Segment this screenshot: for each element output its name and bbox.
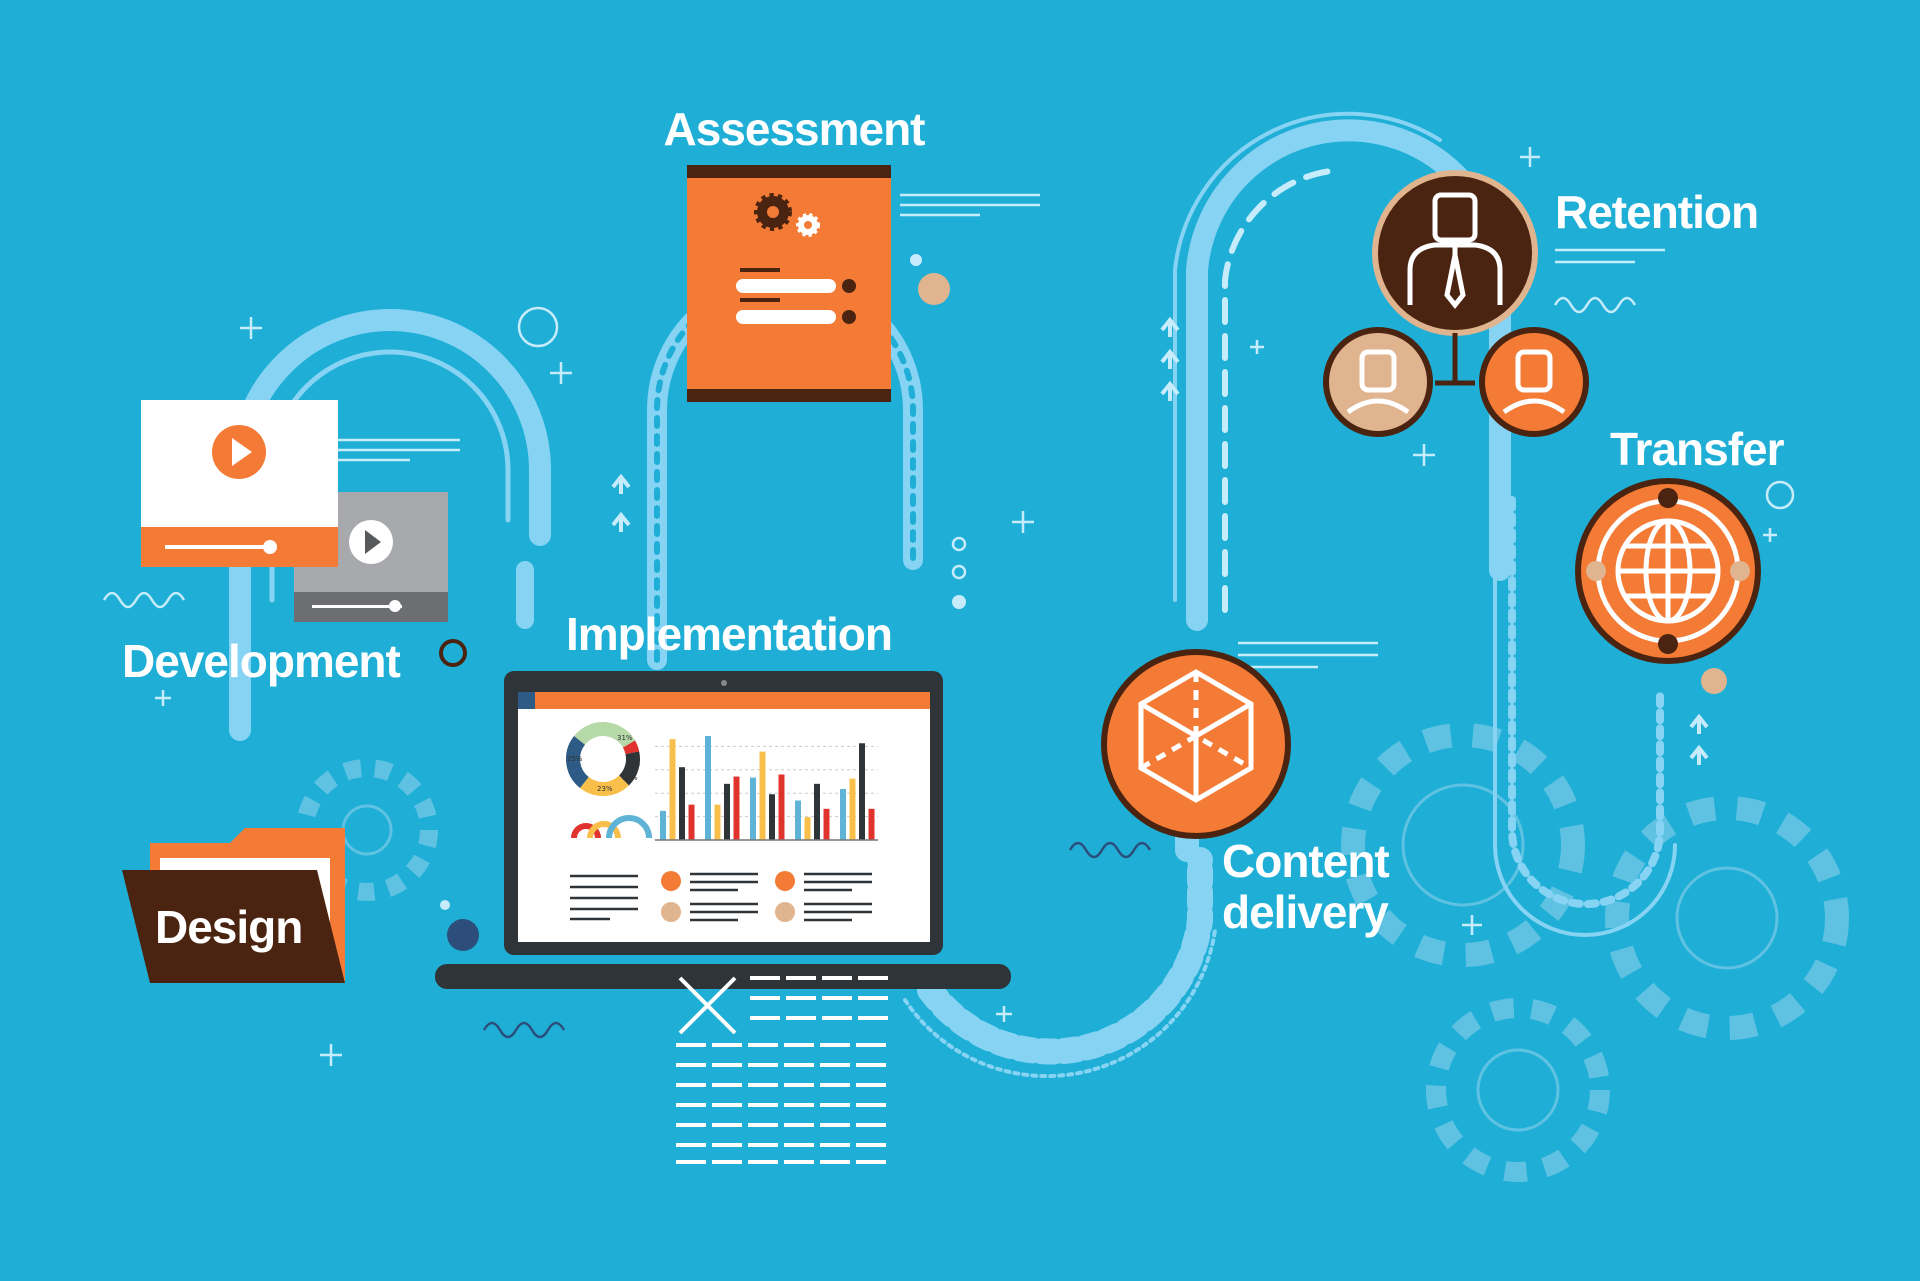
decorations <box>102 147 1795 1066</box>
gears-decoration <box>296 723 1849 1182</box>
design-folder-icon <box>122 828 345 983</box>
laptop-dashboard <box>435 671 1011 1164</box>
bar-dark <box>679 767 685 840</box>
donut-label: 31% <box>617 734 633 742</box>
bar-red <box>688 804 695 840</box>
check-icon <box>842 279 856 293</box>
donut-slice <box>580 775 629 796</box>
stage-label-content-delivery-line2: delivery <box>1222 886 1389 938</box>
bar-dark <box>769 794 775 840</box>
donut-slice <box>622 740 640 755</box>
bar-chart <box>655 736 878 840</box>
gear-icon <box>1426 998 1610 1182</box>
stage-label-content-delivery-line1: Content <box>1222 835 1389 887</box>
check-icon <box>661 871 681 891</box>
bar-red <box>733 776 740 840</box>
donut-label: 16% <box>622 774 638 782</box>
bar-yellow <box>849 778 856 840</box>
donut-label: 25% <box>567 755 583 763</box>
donut-label: 5% <box>629 760 640 768</box>
stage-label-development: Development <box>122 635 401 687</box>
bar-yellow <box>714 804 721 840</box>
donut-chart <box>566 722 640 796</box>
check-icon <box>775 871 795 891</box>
content-delivery-cube-icon <box>1101 649 1291 839</box>
check-icon <box>842 310 856 324</box>
text-lines <box>570 872 872 922</box>
stage-label-assessment: Assessment <box>663 103 925 155</box>
donut-label: 23% <box>597 785 613 793</box>
bar-red <box>823 808 830 840</box>
development-videos <box>141 400 448 622</box>
bar-blue <box>660 810 666 840</box>
check-icon <box>661 902 681 922</box>
bar-blue <box>840 789 846 840</box>
bar-dark <box>724 783 730 840</box>
menu-icon <box>518 692 535 709</box>
donut-slice <box>574 722 636 748</box>
donut-slice <box>566 736 590 788</box>
bar-red <box>868 808 875 840</box>
donut-slice <box>618 751 640 786</box>
stage-label-retention: Retention <box>1555 186 1758 238</box>
bar-blue <box>750 777 756 840</box>
bar-blue <box>705 736 711 840</box>
bar-dark <box>859 743 865 840</box>
stage-label-design: Design <box>155 901 302 953</box>
stage-label-implementation: Implementation <box>566 608 892 660</box>
retention-people-icon <box>1323 170 1589 437</box>
bar-yellow <box>669 739 676 840</box>
gear-icon <box>1341 723 1585 967</box>
paper-lines <box>676 976 890 1164</box>
bar-blue <box>795 800 801 840</box>
bar-red <box>778 774 785 840</box>
stage-label-transfer: Transfer <box>1610 423 1785 475</box>
bar-yellow <box>804 817 811 840</box>
gear-icon <box>1605 796 1849 1040</box>
check-icon <box>775 902 795 922</box>
bar-yellow <box>759 751 766 840</box>
bar-dark <box>814 783 820 840</box>
assessment-card <box>687 165 891 402</box>
transfer-globe-icon <box>1575 478 1761 664</box>
